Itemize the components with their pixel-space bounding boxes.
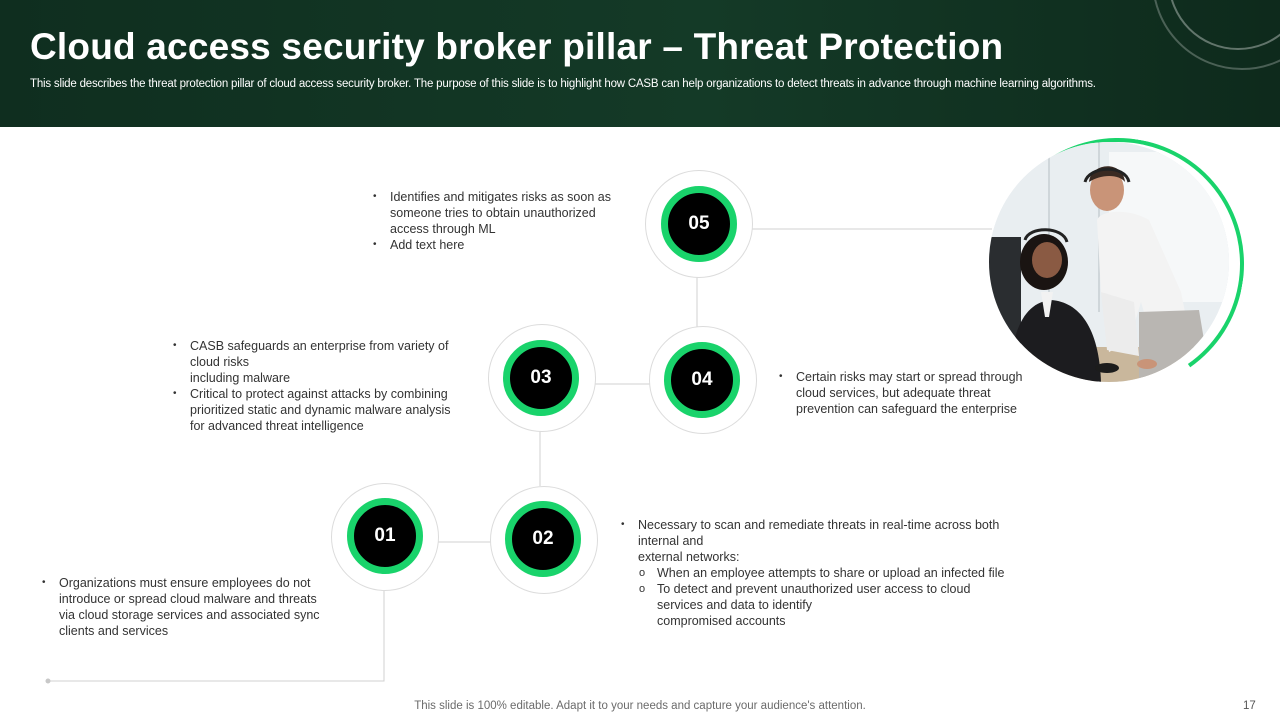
bullet-line: CASB safeguards an enterprise from varie… [172, 338, 472, 354]
bullet-line: To detect and prevent unauthorized user … [620, 581, 1040, 597]
team-at-computer-image [989, 142, 1229, 382]
step-01-text: Organizations must ensure employees do n… [41, 575, 351, 639]
bullet-line: via cloud storage services and associate… [59, 608, 320, 622]
step-04-badge: 04 [664, 342, 740, 418]
connector-01-baseline [48, 589, 385, 682]
bullet-line: introduce or spread cloud malware and th… [59, 592, 317, 606]
bullet-line: access through ML [390, 222, 496, 236]
bullet-line: prioritized static and dynamic malware a… [190, 403, 451, 417]
header-banner: Cloud access security broker pillar – Th… [0, 0, 1280, 127]
bullet-line: Add text here [372, 237, 642, 253]
step-02-badge: 02 [505, 501, 581, 577]
step-01-badge: 01 [347, 498, 423, 574]
step-05-text: Identifies and mitigates risks as soon a… [372, 189, 642, 253]
bullet-line: prevention can safeguard the enterprise [796, 402, 1017, 416]
bullet-line: Critical to protect against attacks by c… [172, 386, 472, 402]
footer-note: This slide is 100% editable. Adapt it to… [414, 700, 866, 712]
bullet-line: Certain risks may start or spread throug… [778, 369, 1048, 385]
bullet-line: including malware [190, 371, 291, 385]
bullet-line: When an employee attempts to share or up… [620, 565, 1040, 581]
page-number: 17 [1243, 700, 1256, 712]
step-03-text: CASB safeguards an enterprise from varie… [172, 338, 472, 434]
page-title: Cloud access security broker pillar – Th… [30, 26, 1004, 67]
bullet-line: cloud risks [190, 355, 250, 369]
bullet-line: external networks: [638, 550, 740, 564]
bullet-line: services and data to identify [657, 598, 812, 612]
bullet-line: cloud services, but adequate threat [796, 386, 991, 400]
bullet-line: compromised accounts [657, 614, 786, 628]
step-03-badge: 03 [503, 340, 579, 416]
bullet-line: Identifies and mitigates risks as soon a… [372, 189, 642, 205]
bullet-line: internal and [638, 534, 704, 548]
step-02-text: Necessary to scan and remediate threats … [620, 517, 1040, 629]
photo-illustration [989, 142, 1229, 382]
step-04-text: Certain risks may start or spread throug… [778, 369, 1048, 417]
bullet-line: clients and services [59, 624, 169, 638]
bullet-line: someone tries to obtain unauthorized [390, 206, 596, 220]
bullet-line: Organizations must ensure employees do n… [41, 575, 351, 591]
bullet-line: for advanced threat intelligence [190, 419, 364, 433]
bullet-line: Necessary to scan and remediate threats … [620, 517, 1040, 533]
step-05-badge: 05 [661, 186, 737, 262]
baseline-dot [45, 678, 51, 684]
page-subtitle: This slide describes the threat protecti… [30, 78, 1096, 90]
